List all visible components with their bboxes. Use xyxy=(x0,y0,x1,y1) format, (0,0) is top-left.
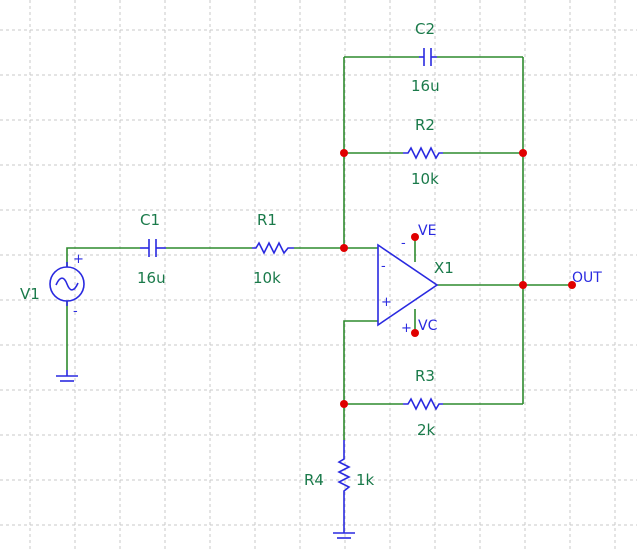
r4-label: R4 xyxy=(304,471,324,489)
net-label-out: OUT xyxy=(572,270,602,286)
r2-value: 10k xyxy=(411,170,439,188)
c1-capacitor[interactable]: C1 16u xyxy=(137,211,166,287)
v1-plus-sign: + xyxy=(73,252,84,267)
junction-nodes xyxy=(340,149,576,408)
r4-resistor[interactable]: R4 1k xyxy=(304,440,375,496)
c1-value: 16u xyxy=(137,269,166,287)
net-label-ve: VE xyxy=(418,223,436,239)
port-node-out xyxy=(568,281,576,289)
junction-node xyxy=(519,149,527,157)
v1-label: V1 xyxy=(20,285,40,303)
x1-opamp[interactable]: - + - + X1 xyxy=(377,236,454,336)
v1-source[interactable]: + - V1 xyxy=(20,252,85,319)
r3-resistor[interactable]: R3 2k xyxy=(403,367,443,439)
r1-resistor[interactable]: R1 10k xyxy=(252,211,294,287)
r2-resistor[interactable]: R2 10k xyxy=(403,116,443,188)
port-node-ve xyxy=(411,233,419,241)
c2-capacitor[interactable]: C2 16u xyxy=(411,20,440,95)
r4-value: 1k xyxy=(356,471,375,489)
r1-value: 10k xyxy=(253,269,281,287)
junction-node xyxy=(340,149,348,157)
r2-label: R2 xyxy=(415,116,435,134)
junction-node xyxy=(519,281,527,289)
x1-noninverting-sign: + xyxy=(381,295,392,310)
x1-label: X1 xyxy=(434,259,454,277)
x1-supply-minus-sign: - xyxy=(401,236,406,251)
port-node-vc xyxy=(411,329,419,337)
x1-supply-plus-sign: + xyxy=(401,321,412,336)
c1-label: C1 xyxy=(140,211,160,229)
ground-v1-icon xyxy=(56,370,78,382)
c2-label: C2 xyxy=(415,20,435,38)
wires xyxy=(66,56,572,440)
v1-minus-sign: - xyxy=(73,304,78,319)
r3-value: 2k xyxy=(417,421,436,439)
c2-value: 16u xyxy=(411,77,440,95)
r1-label: R1 xyxy=(257,211,277,229)
net-label-vc: VC xyxy=(418,318,438,334)
r3-label: R3 xyxy=(415,367,435,385)
ground-r4-icon xyxy=(333,496,355,539)
junction-node xyxy=(340,400,348,408)
x1-inverting-sign: - xyxy=(381,259,386,274)
junction-node xyxy=(340,244,348,252)
